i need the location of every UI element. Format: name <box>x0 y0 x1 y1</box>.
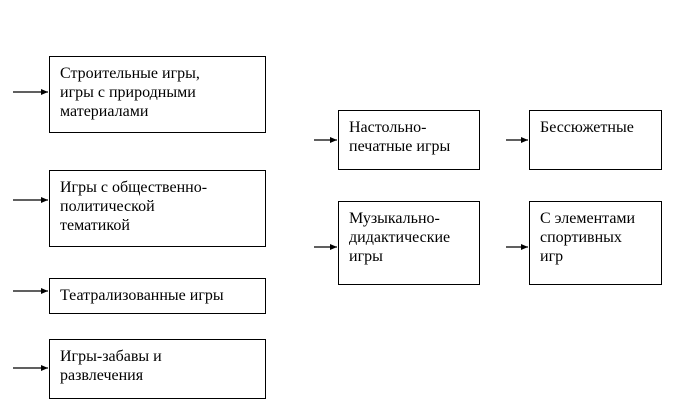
box-fun-games: Игры-забавы и развлечения <box>49 339 266 399</box>
box-theatrical-games: Театрализованные игры <box>49 278 266 314</box>
box-musical-didactic-games: Музыкально- дидактические игры <box>338 201 480 285</box>
box-social-political-games: Игры с общественно- политической тематик… <box>49 170 266 247</box>
box-sport-element-games: С элементами спортивных игр <box>529 201 662 285</box>
box-board-printed-games: Настольно- печатные игры <box>338 110 480 170</box>
box-construction-games: Строительные игры, игры с природными мат… <box>49 56 266 133</box>
box-plotless-games: Бессюжетные <box>529 110 662 170</box>
